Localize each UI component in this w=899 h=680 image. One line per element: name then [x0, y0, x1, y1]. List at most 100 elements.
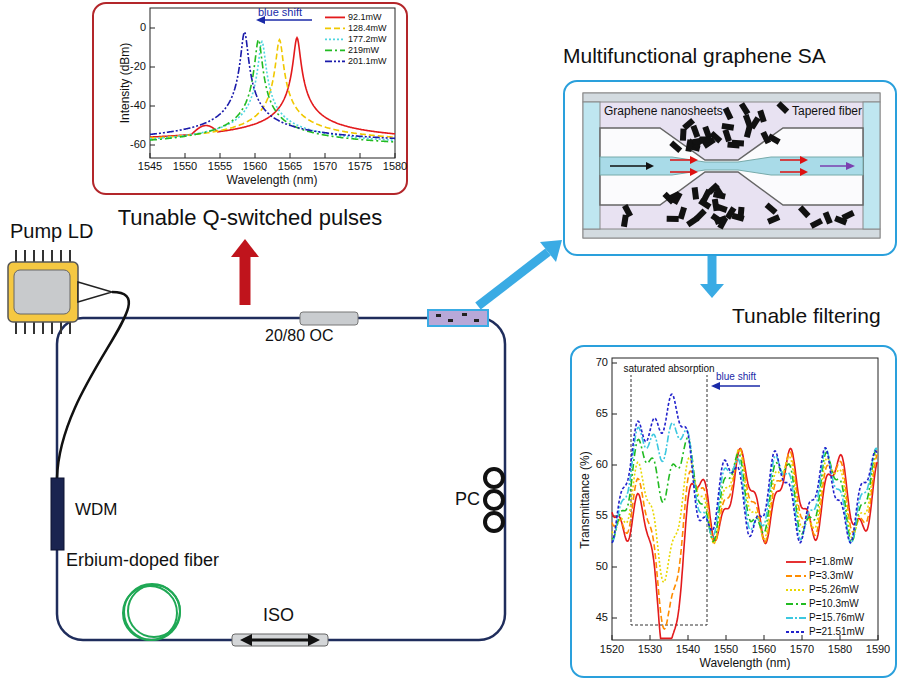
legend-text: P=3.3mW	[809, 570, 853, 582]
stroke	[650, 635, 651, 640]
graphene-flake	[686, 215, 699, 227]
legend-sample	[325, 39, 345, 41]
arrow-connector	[700, 256, 724, 298]
laser-diode	[8, 250, 129, 478]
stroke	[688, 635, 689, 640]
stroke	[150, 28, 155, 29]
graphene-flake	[680, 128, 687, 140]
legend-text: 128.4mW	[348, 23, 387, 33]
transmission-curve	[612, 448, 877, 629]
graphene-flake	[841, 210, 854, 221]
connector-shaft	[240, 257, 251, 305]
axis-text: 1560	[243, 160, 267, 173]
graphene-flake	[765, 202, 778, 214]
graphene-flake	[714, 203, 727, 213]
component-label: ISO	[263, 605, 294, 626]
axis-text: 55	[596, 509, 608, 522]
stroke	[360, 153, 361, 158]
arrowhead	[231, 239, 259, 257]
panel-title: Tunable Q-switched pulses	[118, 205, 383, 230]
stroke	[150, 106, 155, 107]
transmission-curve	[612, 394, 877, 543]
graphene-flake	[717, 216, 728, 229]
transmission-curve	[612, 423, 877, 544]
axis-text: -60	[130, 138, 146, 151]
stroke	[612, 567, 617, 568]
axis-text: blue shift	[258, 6, 302, 19]
stroke	[395, 153, 396, 158]
legend-sample	[786, 575, 806, 577]
graphene-flake	[776, 101, 789, 114]
transmission-curve	[612, 449, 877, 639]
stroke	[612, 414, 617, 415]
axis-text: 1530	[638, 643, 662, 656]
component-label: Erbium-doped fiber	[66, 550, 219, 571]
legend-text: P=1.8mW	[809, 556, 853, 568]
axis-text: 65	[596, 407, 608, 420]
axis-text: 1555	[208, 160, 232, 173]
part-label: Graphene nanosheets	[604, 105, 723, 119]
graphene-flake	[685, 139, 693, 152]
legend-sample	[786, 631, 806, 633]
graphene-flake	[749, 116, 760, 129]
axis-text: Wavelength (nm)	[227, 174, 318, 188]
axis-text: 1580	[828, 643, 852, 656]
stroke	[255, 153, 256, 158]
legend-sample	[786, 589, 806, 591]
component-box: 20/80 OC	[232, 305, 365, 347]
graphene-flake	[698, 198, 711, 209]
transmission-curve	[612, 449, 877, 582]
legend-sample	[325, 50, 345, 52]
legend-text: 219mW	[348, 45, 379, 55]
connector-shaft	[708, 256, 717, 284]
graphene-flake	[622, 204, 633, 217]
legend-text: P=5.26mW	[809, 584, 859, 596]
axis-text: 1560	[752, 643, 776, 656]
sa-schematic	[583, 93, 880, 238]
graphene-flake	[810, 218, 823, 229]
stroke	[612, 465, 617, 466]
stroke	[726, 635, 727, 640]
stroke	[802, 635, 803, 640]
graphene-flake	[662, 192, 675, 205]
legend-text: 201.1mW	[348, 56, 387, 66]
component-box: Multifunctional graphene SA	[563, 40, 897, 256]
graphene-flake	[723, 107, 734, 120]
panel-title: 20/80 OC	[265, 327, 333, 345]
axis-text: 45	[596, 611, 608, 624]
graphene-flake	[669, 141, 682, 153]
graphene-flake	[760, 131, 771, 144]
axis-text: 70	[596, 356, 608, 369]
wdm-coupler	[51, 478, 64, 550]
stroke	[325, 153, 326, 158]
stroke	[878, 635, 879, 640]
chart-frame	[612, 358, 878, 640]
panel-title: Tunable filtering	[732, 304, 881, 328]
graphene-flake	[678, 206, 687, 219]
legend-text: P=10.3mW	[809, 598, 859, 610]
graphene-flake	[691, 125, 701, 138]
legend-sample	[786, 617, 806, 619]
spectrum-curve	[150, 32, 395, 138]
graphene-flake	[707, 182, 720, 195]
stroke	[764, 635, 765, 640]
axis-text: 1590	[866, 643, 890, 656]
axis-text: 1550	[173, 160, 197, 173]
component-label: Pump LD	[10, 220, 93, 243]
stroke	[612, 618, 617, 619]
legend-sample	[325, 16, 345, 18]
arrowhead	[700, 284, 724, 298]
spectrum-curve	[150, 38, 395, 137]
graphene-flake	[727, 142, 739, 149]
axis-text: 1550	[714, 643, 738, 656]
legend-sample	[786, 603, 806, 605]
erbium-fiber-coil	[123, 584, 180, 640]
legend-text: 177.2mW	[348, 34, 387, 44]
polarization-controller	[485, 469, 503, 531]
axis-text: 60	[596, 458, 608, 471]
axis-text: 1565	[278, 160, 302, 173]
graphene-flake	[798, 205, 811, 218]
legend-sample	[786, 561, 806, 563]
isolator	[232, 634, 328, 646]
component-label: PC	[455, 489, 480, 510]
